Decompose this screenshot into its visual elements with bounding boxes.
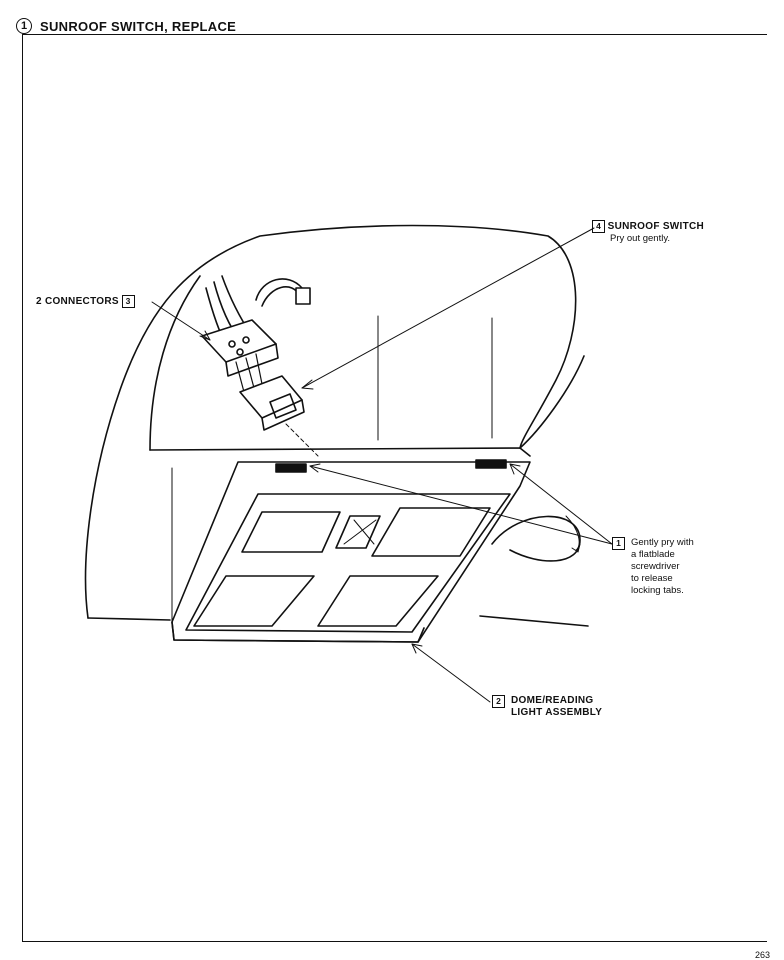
callout-number-4: 4 [592,220,605,233]
leader-tab-right [509,463,613,545]
callout-assembly-label: DOME/READING LIGHT ASSEMBLY [511,695,603,718]
headliner-outline [84,224,577,619]
page-title: SUNROOF SWITCH, REPLACE [40,18,237,34]
callout-number-3: 3 [121,295,135,308]
callout-connectors: 2 CONNECTORS 3 [36,295,135,308]
lamp-socket [491,515,581,562]
center-switch [335,515,381,549]
callout-switch-note: Pry out gently. [610,233,671,245]
center-switch-x [343,519,377,545]
callout-number-2: 2 [492,695,505,708]
switch-to-opening [285,423,319,457]
lens-upper-right [371,507,491,557]
headliner-inner-curve [149,275,201,451]
lamp-housing-face [171,621,425,643]
leader-switch [301,227,595,389]
switch-rocker [269,393,297,419]
right-curve [519,355,585,449]
small-plug [295,287,311,305]
lamp-bezel [185,493,511,633]
lens-lower-left [193,575,315,627]
lower-panel-line [87,617,171,621]
right-lower-line [479,615,589,627]
lens-upper-left [241,511,341,553]
callout-locking-tabs: 1 Gently pry with a flatblade screwdrive… [612,537,694,597]
callout-sunroof-switch: 4 SUNROOF SWITCH Pry out gently. [592,220,704,245]
illustration-frame [22,34,767,942]
step-number-circle: 1 [16,18,32,34]
callout-number-1: 1 [612,537,625,550]
callout-dome-light: 2 DOME/READING LIGHT ASSEMBLY [492,695,602,719]
wire-to-plug-2 [255,278,303,301]
lamp-housing-top [171,461,531,643]
connector-pins [235,353,263,393]
connector-body [201,319,277,363]
leader-tab-left [309,465,613,545]
locking-tab-left [275,463,307,473]
console-lower-edge [149,447,531,457]
locking-tab-right [475,459,507,469]
page-header: 1 SUNROOF SWITCH, REPLACE [16,16,236,36]
page-number: 263 [754,950,770,960]
lens-lower-right [317,575,439,627]
callout-switch-label: SUNROOF SWITCH [607,221,705,233]
callout-connectors-label: 2 CONNECTORS [36,296,119,308]
wire-to-plug [261,286,301,307]
leader-connectors [151,301,211,341]
callout-tabs-note: Gently pry with a flatblade screwdriver … [631,537,694,596]
leader-assembly [411,643,491,703]
socket-arrow [565,515,580,551]
